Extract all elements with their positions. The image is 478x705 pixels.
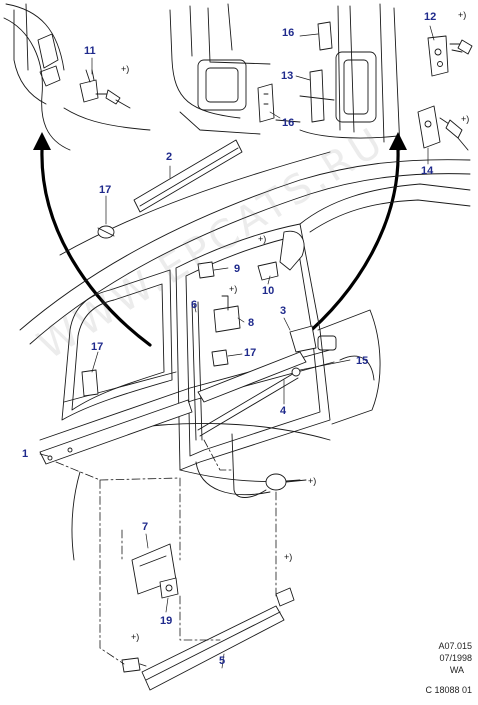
- callout-10: 10: [262, 285, 274, 297]
- callout-13: 13: [281, 70, 293, 82]
- striker-plate-12: [427, 35, 473, 77]
- fastener-mark: +): [308, 476, 316, 486]
- callout-9: 9: [234, 263, 240, 275]
- moulding-5: [141, 605, 285, 691]
- reference-variant: WA: [449, 665, 464, 675]
- fastener-mark: +): [121, 64, 129, 74]
- callout-6: 6: [191, 299, 197, 311]
- inset-pillar-center: [169, 3, 301, 135]
- clip-17-door: [211, 349, 229, 367]
- fastener-mark: +): [258, 234, 266, 244]
- callout-14: 14: [421, 165, 434, 177]
- nut-19: [159, 577, 179, 599]
- plug-15: [291, 367, 301, 377]
- callout-12: 12: [424, 11, 436, 23]
- reference-date: 07/1998: [439, 653, 472, 663]
- cable-6: [191, 301, 203, 441]
- sill-moulding-2: [133, 139, 243, 213]
- fastener-mark: +): [131, 632, 139, 642]
- clip-8: [213, 295, 241, 333]
- fastener-marks: +) +) +) +) +) +) +) +): [121, 10, 469, 642]
- drawing-number: C 18088 01: [425, 685, 472, 695]
- bumper-10: [257, 230, 305, 281]
- arrow-head-right: [389, 132, 407, 150]
- reference-code: A07.015: [438, 641, 472, 651]
- fastener-mark: +): [229, 284, 237, 294]
- callout-11: 11: [84, 45, 96, 57]
- clip-17-window: [81, 369, 99, 397]
- check-strap-14: [417, 105, 469, 151]
- arrow-head-left: [33, 132, 51, 150]
- screw-lower-right: [275, 587, 295, 607]
- callout-2: 2: [166, 151, 172, 163]
- callout-8: 8: [248, 317, 254, 329]
- callout-labels: 11 16 13 16 12 14 2 17 9 10 6 8 3 17 17 …: [22, 11, 436, 667]
- callout-7: 7: [142, 521, 148, 533]
- inset-hinge-area: [3, 3, 151, 151]
- weatherstrip-3: [197, 325, 317, 403]
- callout-18: 17: [99, 184, 111, 196]
- clip-9: [197, 261, 215, 279]
- callout-17b: 17: [244, 347, 256, 359]
- callout-17a: 17: [91, 341, 103, 353]
- vehicle-body: [19, 151, 471, 561]
- callout-5: 5: [219, 655, 225, 667]
- callout-19: 19: [160, 615, 172, 627]
- strip-4: [197, 371, 299, 437]
- callout-15: 15: [356, 355, 368, 367]
- inset-pillar-right: [299, 3, 401, 151]
- fastener-mark: +): [284, 552, 292, 562]
- callout-16a: 16: [282, 27, 294, 39]
- sill-1: [39, 399, 193, 465]
- callout-3: 3: [280, 305, 286, 317]
- leader-lines: [39, 25, 435, 669]
- screw-lower-left: [121, 657, 147, 673]
- fastener-mark: +): [461, 114, 469, 124]
- callout-16b: 16: [282, 117, 294, 129]
- callout-4: 4: [280, 405, 287, 417]
- hinge-bracket-11: [79, 69, 131, 109]
- fastener-mark: +): [458, 10, 466, 20]
- callout-1: 1: [22, 448, 28, 460]
- assembly-lines: [55, 439, 277, 665]
- plug-18: [97, 225, 115, 239]
- grommet-right: [231, 433, 307, 498]
